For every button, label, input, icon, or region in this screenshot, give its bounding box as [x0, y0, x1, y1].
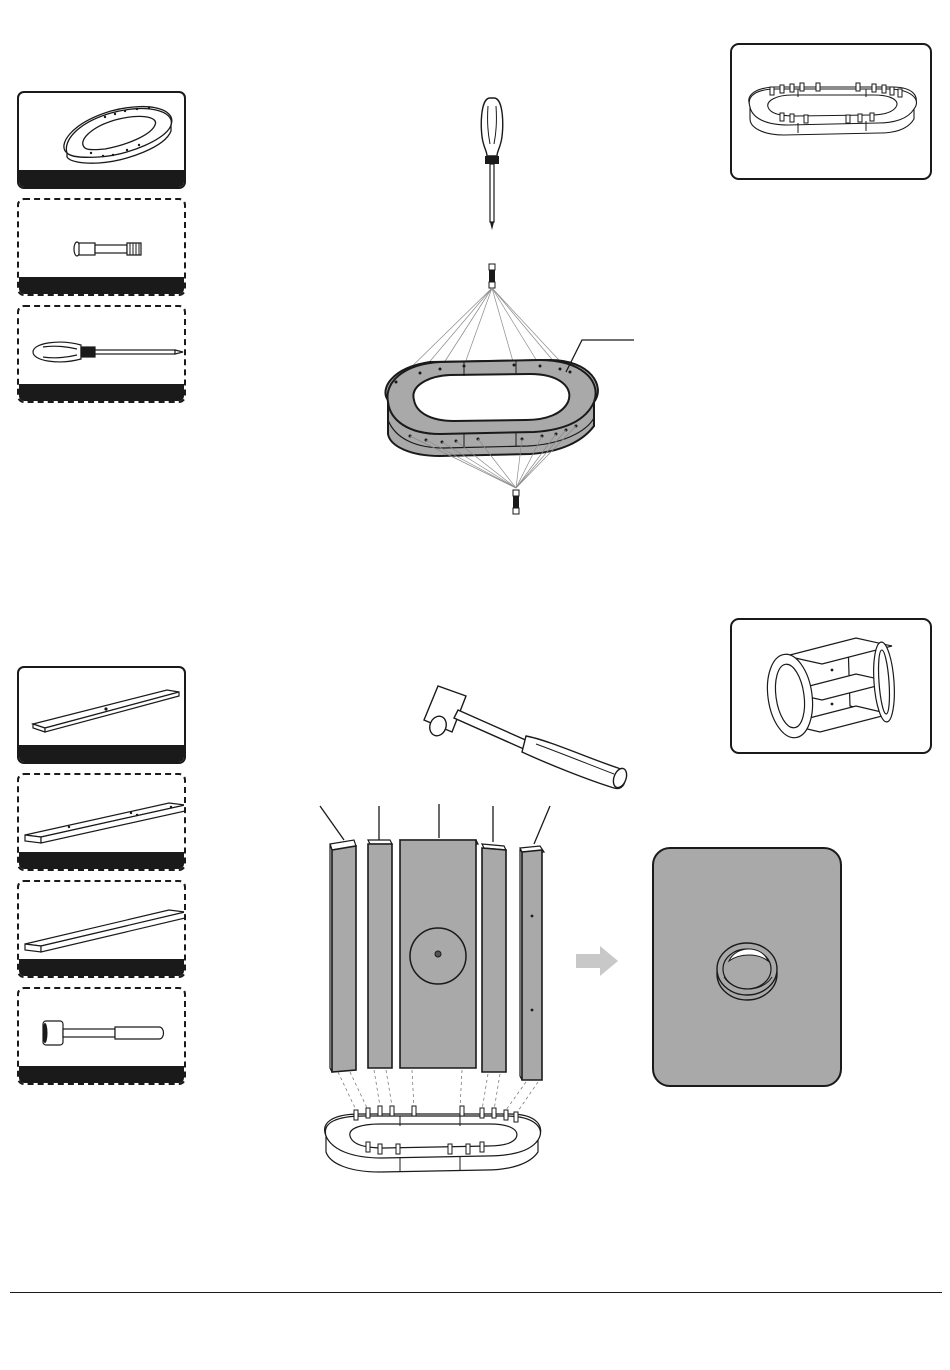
- slat-panel-center-left: [368, 840, 392, 1068]
- cable-grommet-detail-icon: [654, 849, 844, 1089]
- step1-result-card: [730, 43, 932, 180]
- oval-frame-with-dowels-inserted-icon: [732, 45, 934, 182]
- oval-base-with-dowels: [325, 1106, 541, 1172]
- alignment-guides: [338, 1070, 538, 1114]
- part-card-label-bar: [19, 745, 184, 762]
- part-card-label-bar: [19, 277, 184, 294]
- step2-result-card: [730, 618, 932, 754]
- part-card-label-bar: [19, 1066, 184, 1083]
- rubber-mallet-tool-icon: [418, 680, 633, 800]
- grommet-detail-panel: [652, 847, 842, 1087]
- cam-dowel-bottom-icon: [513, 490, 519, 514]
- wide-panel-with-grommet: [400, 840, 478, 1068]
- part-card-label-bar: [19, 852, 184, 869]
- part-card-slat: [17, 880, 186, 978]
- side-slat-panel-left: [330, 840, 356, 1072]
- part-card-label-bar: [19, 170, 184, 187]
- part-card-label-bar: [19, 959, 184, 976]
- oval-base-frame: [385, 360, 597, 456]
- part-card-dowel: [17, 198, 186, 296]
- panel-callout-lines: [320, 804, 550, 844]
- part-card-screwdriver: [17, 305, 186, 403]
- part-card-mallet: [17, 987, 186, 1085]
- right-arrow-icon: [576, 946, 620, 976]
- step2-panels-illustration: [310, 800, 570, 1190]
- part-card-slat-holes: [17, 773, 186, 871]
- oval-cabinet-frame-icon: [732, 620, 934, 756]
- part-card-label-bar: [19, 384, 184, 401]
- part-card-oval-frame: [17, 91, 186, 189]
- step1-assembly-illustration: [370, 90, 650, 520]
- part-card-wide-panel: [17, 666, 186, 764]
- screwdriver-tool-icon: [481, 98, 502, 230]
- side-slat-panel-right: [520, 846, 544, 1080]
- footer-divider: [10, 1292, 942, 1293]
- cam-dowel-top-icon: [489, 264, 495, 288]
- slat-panel-center-right: [482, 844, 506, 1072]
